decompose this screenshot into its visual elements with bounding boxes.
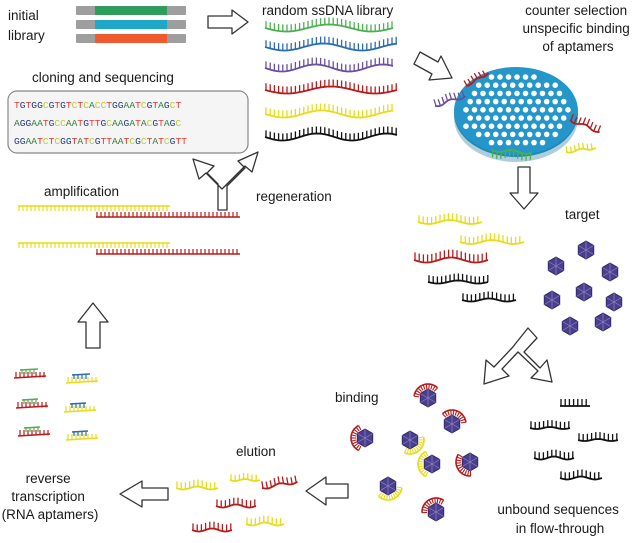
strand — [560, 399, 590, 407]
target-molecule — [379, 476, 397, 496]
strand — [463, 70, 490, 87]
target-molecule — [547, 256, 565, 276]
strand — [264, 17, 394, 33]
split-arrow — [483, 327, 553, 385]
strand — [261, 475, 298, 490]
unbound-strands — [529, 399, 619, 481]
flow-arrow — [413, 51, 453, 81]
strand — [569, 114, 602, 133]
strand — [264, 79, 398, 95]
target-molecule — [461, 452, 479, 472]
rna-dna-hybrid — [13, 368, 47, 379]
flow-arrow — [509, 166, 539, 210]
target-molecule — [543, 290, 561, 310]
regeneration-arrow — [192, 151, 259, 211]
elution-label: elution — [236, 444, 276, 459]
strand — [427, 273, 489, 285]
target-molecule — [594, 312, 612, 332]
regeneration-label: regeneration — [256, 189, 332, 204]
target-label: target — [565, 207, 600, 222]
target-molecule — [561, 316, 579, 336]
strand — [491, 148, 533, 161]
target-molecule — [577, 240, 595, 260]
strand — [215, 497, 257, 509]
strand — [577, 432, 619, 442]
counter-selection-plate — [454, 67, 578, 162]
eluted-strands — [175, 473, 298, 533]
dna-duplex — [18, 242, 240, 255]
cloning-sequencing-label: cloning and sequencing — [32, 70, 174, 85]
strand — [245, 515, 285, 527]
strand — [433, 90, 467, 108]
target-molecule — [601, 262, 619, 282]
target-molecule — [356, 428, 374, 448]
flow-arrow — [77, 302, 109, 349]
strand — [461, 291, 517, 303]
initial-library-label: initial library — [8, 8, 45, 43]
strand — [264, 57, 394, 73]
target-molecule — [401, 430, 419, 450]
strand — [413, 249, 489, 264]
sequence-line: GGAATCTCGGTATCGTTAATCGCTATCGTT — [14, 136, 187, 147]
target-molecule — [605, 292, 623, 312]
rna-dna-hybrid — [15, 398, 49, 409]
target-molecules — [543, 240, 623, 336]
target-molecule — [427, 502, 445, 522]
random-ssdna-strands — [264, 17, 398, 142]
strand — [565, 142, 597, 154]
target-molecule — [575, 282, 593, 302]
strand — [175, 479, 219, 491]
flow-arrow — [305, 476, 349, 506]
strand — [533, 449, 575, 461]
rna-aptamer-strands — [13, 368, 99, 441]
initial-library-icon — [76, 6, 186, 43]
binding-label: binding — [335, 390, 379, 405]
binding-complexes — [350, 383, 479, 522]
strand — [417, 213, 483, 225]
sequence-line: TGTGGCGTGTCTCACCTGGAATCGTAGCT — [14, 100, 181, 111]
strand — [459, 233, 525, 245]
random-library-label: random ssDNA library — [262, 3, 394, 18]
flow-arrow — [119, 480, 169, 508]
strand — [191, 521, 233, 533]
target-molecule — [419, 388, 437, 408]
rna-dna-hybrid — [63, 402, 97, 413]
rna-dna-hybrid — [65, 373, 99, 384]
bound-strands — [433, 70, 602, 161]
strand — [264, 103, 394, 119]
sequence-line: AGGAATGCCAATGTTGCAAGATACGTAGC — [14, 118, 181, 129]
rna-dna-hybrid — [65, 430, 99, 441]
target-molecule — [443, 414, 461, 434]
strand — [229, 473, 261, 482]
amplification-strands — [18, 205, 240, 255]
target-molecule — [423, 454, 441, 474]
dna-duplex — [18, 205, 240, 218]
strand — [264, 126, 398, 142]
sequence-strands — [413, 213, 525, 303]
flow-arrow — [207, 9, 249, 35]
strand — [529, 420, 571, 430]
sequence-box — [7, 90, 249, 154]
strand — [559, 469, 603, 481]
amplification-label: amplification — [44, 184, 119, 199]
unbound-sequences-label: unbound sequences in flow-through — [497, 502, 622, 536]
counter-selection-label: counter selection unspecific binding of … — [522, 3, 633, 54]
strand — [264, 36, 398, 52]
reverse-transcription-label: reverse transcription (RNA aptamers) — [2, 471, 99, 522]
rna-dna-hybrid — [17, 426, 51, 437]
